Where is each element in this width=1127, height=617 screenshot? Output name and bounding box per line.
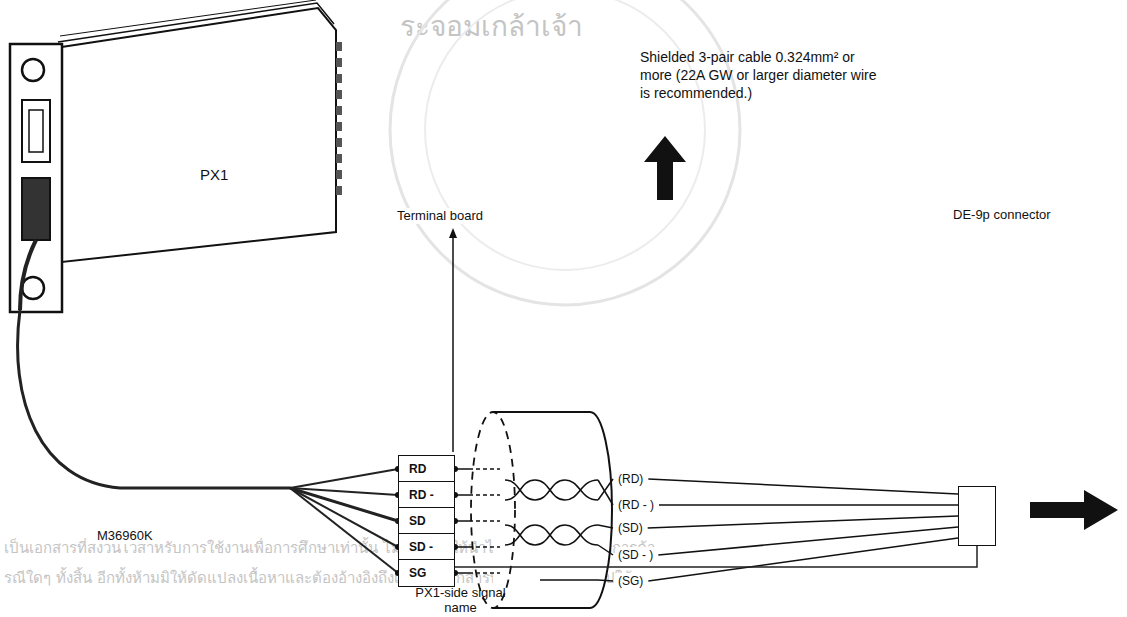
wire <box>658 527 958 555</box>
pcb-card-drawing <box>10 0 342 312</box>
shielded-cable <box>471 412 612 608</box>
terminal-board: RDRD -SDSD -SG <box>398 455 455 587</box>
wire <box>598 480 613 505</box>
multicore-cable <box>18 310 398 521</box>
wire <box>455 520 469 522</box>
signal-name: RD - <box>399 482 454 508</box>
wire <box>598 545 613 555</box>
signal-name: (SD - ) <box>616 547 655 563</box>
cable-fan-wires <box>290 469 398 573</box>
wire <box>648 479 958 494</box>
wire <box>648 538 958 581</box>
wire <box>469 572 500 574</box>
wire <box>469 468 500 470</box>
signal-name: (SG) <box>616 573 645 589</box>
seal-ring <box>390 0 740 305</box>
wire <box>455 572 469 574</box>
signal-name: RD <box>399 456 454 482</box>
right-arrow <box>1030 490 1118 530</box>
wire <box>469 520 500 522</box>
de9-connector: DE-9p connector <box>958 486 996 546</box>
signal-name: (RD - ) <box>616 497 656 513</box>
wire <box>469 546 500 548</box>
wire <box>455 546 469 548</box>
part-name: DE-9p connector <box>953 207 1051 222</box>
signal-name: (SD) <box>616 520 645 536</box>
cable-spec-note: Shielded 3-pair cable 0.324mm² or more (… <box>640 48 890 102</box>
wire <box>598 580 613 581</box>
signal-name: SG <box>399 560 454 586</box>
shielded-cable-run <box>455 546 977 567</box>
wire <box>648 516 958 528</box>
cable-part-number: M36960K <box>95 528 155 544</box>
wire <box>598 525 613 528</box>
wire <box>455 494 469 496</box>
signal-name: SD - <box>399 534 454 560</box>
part-name: PX1 <box>200 166 228 183</box>
wire <box>469 494 500 496</box>
wire <box>455 468 469 470</box>
caption-note: PX1-side signal name <box>398 585 523 615</box>
wire <box>659 504 958 506</box>
seal-ring <box>425 0 705 270</box>
signal-name: SD <box>399 508 454 534</box>
callout-label: Terminal board <box>395 208 485 224</box>
leader-arrow <box>449 228 457 452</box>
up-arrow <box>644 136 686 200</box>
wire <box>598 479 613 500</box>
signal-name: (RD) <box>616 471 645 487</box>
pcb-card: PX1 <box>10 8 335 310</box>
